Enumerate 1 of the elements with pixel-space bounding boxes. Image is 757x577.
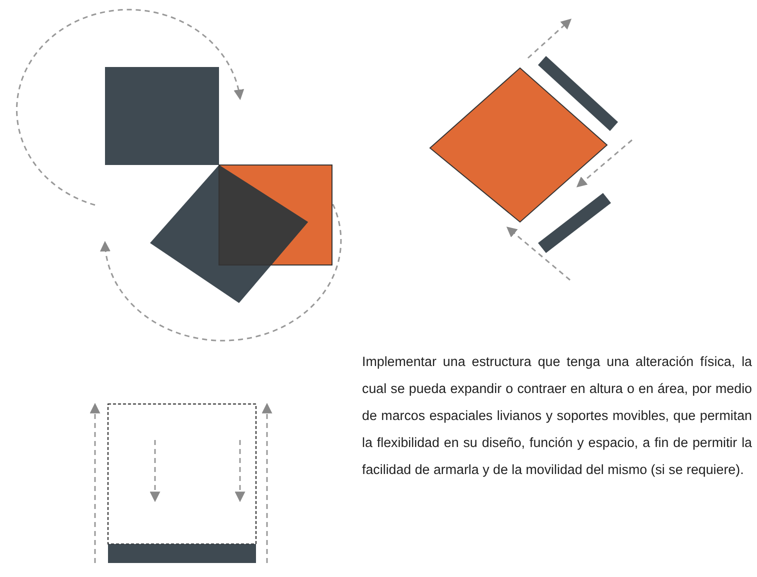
description-paragraph: Implementar una estructura que tenga una alteración física, la cual se pueda expandir o contraer en altura o en área, por medio de marcos espaciales livianos y soportes movibles, que permitan la flexibilidad en su diseño, función y espacio, a fin de permitir la facilidad de armarla y de la movilidad del mismo (si se requiere).	[362, 353, 752, 479]
